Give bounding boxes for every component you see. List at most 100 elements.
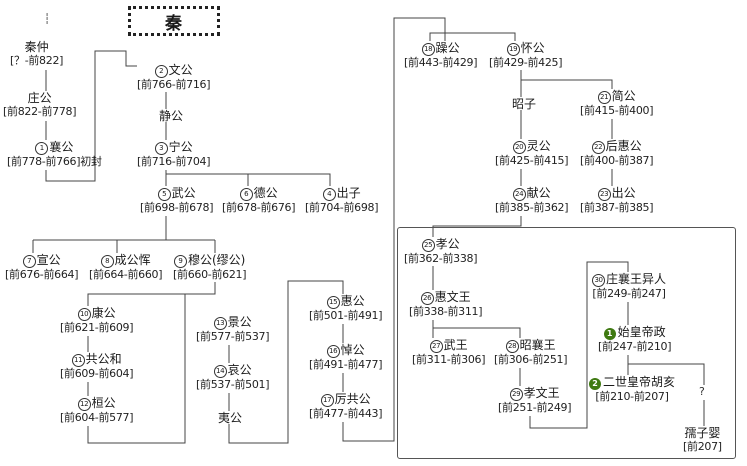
node-name: 夷公: [218, 411, 243, 425]
unknown-parent-mark: ?: [699, 385, 705, 398]
emperor-number-badge: 2: [589, 378, 601, 390]
node-dates: [前247-前210]: [598, 340, 672, 353]
reign-number: 25: [421, 239, 435, 252]
connector-line: [45, 50, 137, 182]
reign-number: 7: [22, 255, 36, 268]
node-dates: [前716-前704]: [137, 155, 211, 168]
emperor-number-badge: 1: [603, 328, 616, 340]
reign-number: 2: [154, 65, 168, 78]
node-name: 悼公: [340, 343, 365, 357]
node-dates: [前609-前604]: [60, 367, 134, 380]
node-dates: [前362-前338]: [404, 252, 478, 265]
node-dates: [前429-前425]: [489, 56, 563, 69]
node-name: 景公: [227, 315, 252, 329]
reign-number: 3: [154, 142, 168, 155]
node-name: 献公: [526, 186, 551, 200]
node-dates: [前604-前577]: [60, 411, 134, 424]
node-zhuanggong: 庄公 [前822-前778]: [3, 91, 77, 119]
diagram-title: 秦: [128, 6, 220, 36]
reign-number: 24: [512, 188, 526, 201]
node-name: 德公: [253, 186, 278, 200]
node-dates: [前415-前400]: [580, 104, 654, 117]
node-name: 共公和: [85, 352, 122, 366]
node-name: 惠公: [340, 294, 365, 308]
node-name: 灵公: [526, 139, 551, 153]
reign-number: 8: [100, 255, 114, 268]
node-yigong: 夷公: [218, 411, 242, 425]
node-name: 成公恽: [114, 253, 151, 267]
reign-number: 5: [157, 188, 171, 201]
node-name: 简公: [611, 89, 636, 103]
node-name: 武公: [171, 186, 196, 200]
node-dates: [前400-前387]: [580, 154, 654, 167]
node-name: 哀公: [227, 363, 252, 377]
node-dates: [前338-前311]: [409, 305, 483, 318]
node-name: 昭子: [512, 97, 537, 111]
node-name: 出公: [611, 186, 636, 200]
reign-number: 10: [77, 308, 91, 321]
reign-number: 30: [592, 274, 605, 287]
reign-number: 17: [320, 394, 334, 407]
reign-number: 4: [322, 188, 336, 201]
node-name: 宁公: [168, 140, 193, 154]
node-name: 静公: [159, 109, 184, 123]
reign-number: 21: [597, 91, 611, 104]
node-dates: [前660-前621]: [173, 268, 247, 281]
node-zhaozi: 昭子: [512, 97, 536, 111]
reign-number: 19: [506, 43, 520, 56]
node-dates: [前778-前766]初封: [7, 155, 102, 168]
reign-number: 9: [173, 255, 187, 268]
node-dates: [前477-前443]: [309, 407, 383, 420]
connector-line: [432, 320, 521, 338]
node-name: 怀公: [520, 41, 545, 55]
node-name: 始皇帝政: [617, 325, 666, 339]
node-dates: [前766-前716]: [137, 78, 211, 91]
node-name: 武王: [443, 338, 468, 352]
node-dates: [前621-前609]: [60, 321, 134, 334]
node-dates: [前443-前429]: [404, 56, 478, 69]
connector-line: [628, 363, 705, 385]
node-dates: [前210-前207]: [595, 390, 669, 403]
connector-line: [228, 280, 344, 444]
node-name: 惠文王: [434, 290, 471, 304]
connector-line: [87, 294, 186, 444]
node-name: 孝文王: [523, 386, 560, 400]
node-name: 秦仲: [24, 40, 49, 54]
node-name: 庄公: [27, 91, 52, 105]
node-name: 孝公: [435, 237, 460, 251]
node-dates: [前678-前676]: [222, 201, 296, 214]
connector-line: [342, 17, 446, 442]
node-dates: [前676-前664]: [5, 268, 79, 281]
node-dates: [前306-前251]: [494, 353, 568, 366]
reign-number: 20: [512, 141, 526, 154]
node-dates: [前207]: [683, 440, 722, 453]
reign-number: 22: [591, 141, 605, 154]
node-dates: [前704-前698]: [305, 201, 379, 214]
reign-number: 23: [597, 188, 611, 201]
reign-number: 1: [35, 142, 49, 155]
reign-number: 14: [213, 365, 227, 378]
reign-number: 6: [239, 188, 253, 201]
node-dates: [前385-前362]: [495, 201, 569, 214]
